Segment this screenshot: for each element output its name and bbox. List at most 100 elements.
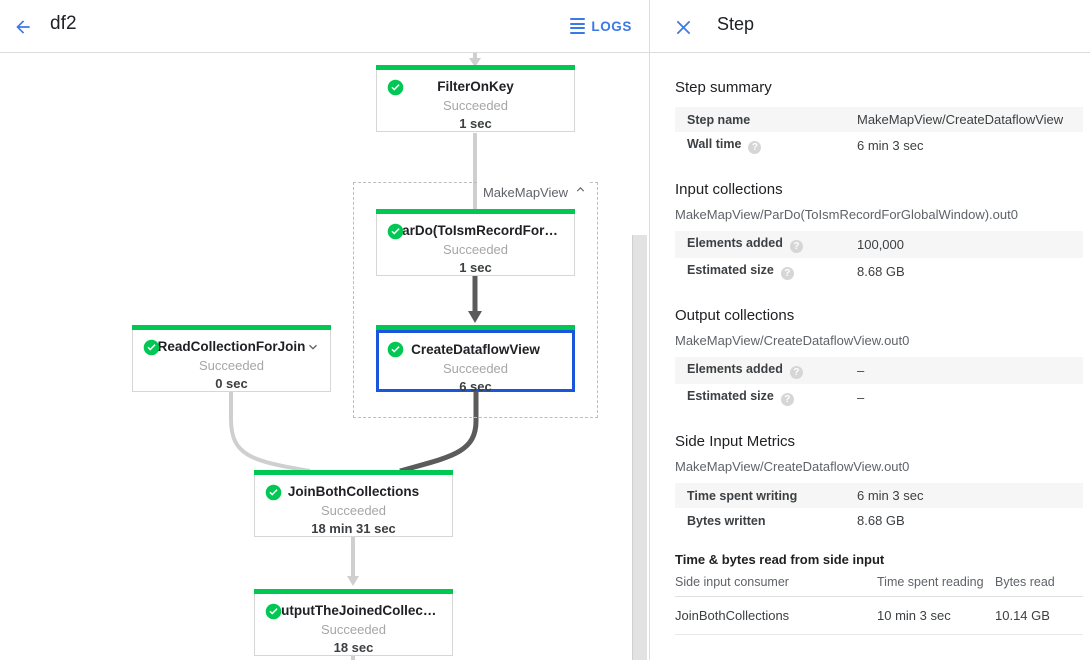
node-status-bar	[376, 65, 575, 70]
graph-node-pardo-toismrecord[interactable]: ParDo(ToIsmRecordFor… Succeeded 1 sec	[376, 209, 575, 276]
graph-scrollbar-thumb[interactable]	[632, 235, 647, 660]
cell-bytes-read: 10.14 GB	[995, 596, 1083, 635]
help-icon[interactable]: ?	[780, 393, 794, 406]
node-status: Succeeded	[442, 98, 509, 113]
check-circle-icon	[387, 79, 404, 96]
table-row: Bytes written 8.68 GB	[675, 508, 1083, 533]
row-key-label: Estimated size	[687, 389, 774, 403]
row-value: MakeMapView/CreateDataflowView	[857, 107, 1083, 132]
section-heading-step-summary: Step summary	[675, 79, 772, 96]
row-key-label: Elements added	[687, 362, 783, 376]
help-icon[interactable]: ?	[748, 141, 762, 154]
row-value: 6 min 3 sec	[857, 138, 924, 153]
cell-time-spent-reading: 10 min 3 sec	[877, 596, 995, 635]
check-circle-icon	[387, 341, 404, 358]
table-row: Elements added? 100,000	[675, 231, 1083, 258]
graph-node-readcollectionforjoin[interactable]: ReadCollectionForJoin Succeeded 0 sec	[132, 325, 331, 392]
step-details-panel: Step Step summary Step name MakeMapView/…	[650, 0, 1090, 660]
node-name: ReadCollectionForJoin	[157, 339, 306, 354]
section-heading-input-collections: Input collections	[675, 181, 783, 198]
chevron-up-icon[interactable]	[574, 183, 587, 201]
node-duration: 18 sec	[333, 640, 374, 655]
group-header[interactable]: MakeMapView	[476, 181, 589, 203]
row-key: Bytes written	[687, 513, 766, 528]
node-name: ParDo(ToIsmRecordFor…	[393, 223, 558, 238]
help-icon[interactable]: ?	[789, 240, 803, 253]
row-key: Elements added?	[675, 357, 857, 384]
row-key: Wall time?	[675, 132, 857, 159]
check-circle-icon	[143, 339, 160, 356]
node-status: Succeeded	[198, 358, 265, 373]
group-label: MakeMapView	[482, 184, 568, 200]
table-row: Step name MakeMapView/CreateDataflowView	[675, 107, 1083, 132]
node-name: JoinBothCollections	[287, 484, 420, 499]
node-duration: 18 min 31 sec	[311, 521, 396, 536]
step-details-header: Step	[650, 0, 1090, 53]
row-key: Step name	[675, 107, 857, 132]
row-value: –	[857, 390, 865, 405]
arrow-left-icon[interactable]	[8, 12, 38, 42]
help-icon[interactable]: ?	[780, 267, 794, 280]
row-value: 8.68 GB	[857, 513, 905, 528]
row-value: 6 min 3 sec	[857, 483, 1083, 508]
row-key: Time spent writing	[675, 483, 857, 508]
group-makemapview[interactable]: MakeMapView	[353, 181, 598, 418]
column-header-bytes-read: Bytes read	[995, 571, 1083, 597]
page-title: df2	[50, 13, 77, 34]
graph-node-filteronkey[interactable]: FilterOnKey Succeeded 1 sec	[376, 65, 575, 132]
cell-consumer: JoinBothCollections	[675, 596, 877, 635]
node-duration: 1 sec	[459, 260, 492, 275]
table-row: Time spent writing 6 min 3 sec	[675, 483, 1083, 508]
row-value: –	[857, 357, 1083, 384]
row-key: Elements added?	[675, 231, 857, 258]
node-status: Succeeded	[442, 361, 509, 376]
row-key-label: Elements added	[687, 236, 783, 250]
graph-node-createdataflowview[interactable]: CreateDataflowView Succeeded 6 sec	[376, 325, 575, 394]
side-input-read-table: Side input consumer Time spent reading B…	[675, 571, 1083, 635]
help-icon[interactable]: ?	[789, 366, 803, 379]
graph-canvas[interactable]: MakeMapView FilterOnKey Succeeded 1 sec	[0, 53, 650, 660]
table-row: Wall time? 6 min 3 sec	[675, 132, 1083, 159]
side-input-metrics-table: Time spent writing 6 min 3 sec Bytes wri…	[675, 483, 1083, 533]
graph-scrollbar[interactable]	[632, 53, 649, 660]
node-duration: 6 sec	[459, 379, 492, 394]
list-icon	[570, 17, 586, 35]
row-value: 100,000	[857, 231, 1083, 258]
node-duration: 1 sec	[459, 116, 492, 131]
output-collections-table: Elements added? – Estimated size? –	[675, 357, 1083, 411]
section-heading-output-collections: Output collections	[675, 307, 795, 324]
node-status-bar	[376, 325, 575, 330]
node-duration: 0 sec	[215, 376, 248, 391]
node-status-bar	[254, 589, 453, 594]
output-collection-name: MakeMapView/CreateDataflowView.out0	[675, 333, 910, 348]
side-input-collection-name: MakeMapView/CreateDataflowView.out0	[675, 459, 910, 474]
check-circle-icon	[265, 484, 282, 501]
top-app-bar: df2 LOGS	[0, 0, 650, 53]
input-collection-name: MakeMapView/ParDo(ToIsmRecordForGlobalWi…	[675, 207, 1018, 222]
step-details-body: Step summary Step name MakeMapView/Creat…	[650, 53, 1090, 660]
node-name: OutputTheJoinedCollec…	[270, 603, 437, 618]
graph-node-outputthejoinedcollection[interactable]: OutputTheJoinedCollec… Succeeded 18 sec	[254, 589, 453, 656]
side-input-read-table-heading: Time & bytes read from side input	[675, 552, 885, 567]
row-key: Estimated size?	[675, 384, 857, 411]
table-row: Elements added? –	[675, 357, 1083, 384]
job-graph-panel: df2 LOGS	[0, 0, 650, 660]
node-status-bar	[254, 470, 453, 475]
close-icon[interactable]	[670, 14, 696, 40]
table-row: JoinBothCollections 10 min 3 sec 10.14 G…	[675, 596, 1083, 635]
logs-button-label: LOGS	[591, 18, 632, 34]
node-name: CreateDataflowView	[411, 342, 540, 357]
logs-button[interactable]: LOGS	[570, 13, 632, 39]
chevron-down-icon[interactable]	[306, 340, 320, 354]
check-circle-icon	[387, 223, 404, 240]
node-status: Succeeded	[320, 622, 387, 637]
step-summary-table: Step name MakeMapView/CreateDataflowView…	[675, 107, 1083, 159]
section-heading-side-input-metrics: Side Input Metrics	[675, 433, 796, 450]
graph-node-joinbothcollections[interactable]: JoinBothCollections Succeeded 18 min 31 …	[254, 470, 453, 537]
check-circle-icon	[265, 603, 282, 620]
table-row: Estimated size? –	[675, 384, 1083, 411]
row-value: 8.68 GB	[857, 264, 905, 279]
table-header-row: Side input consumer Time spent reading B…	[675, 571, 1083, 597]
node-name: FilterOnKey	[437, 79, 514, 94]
